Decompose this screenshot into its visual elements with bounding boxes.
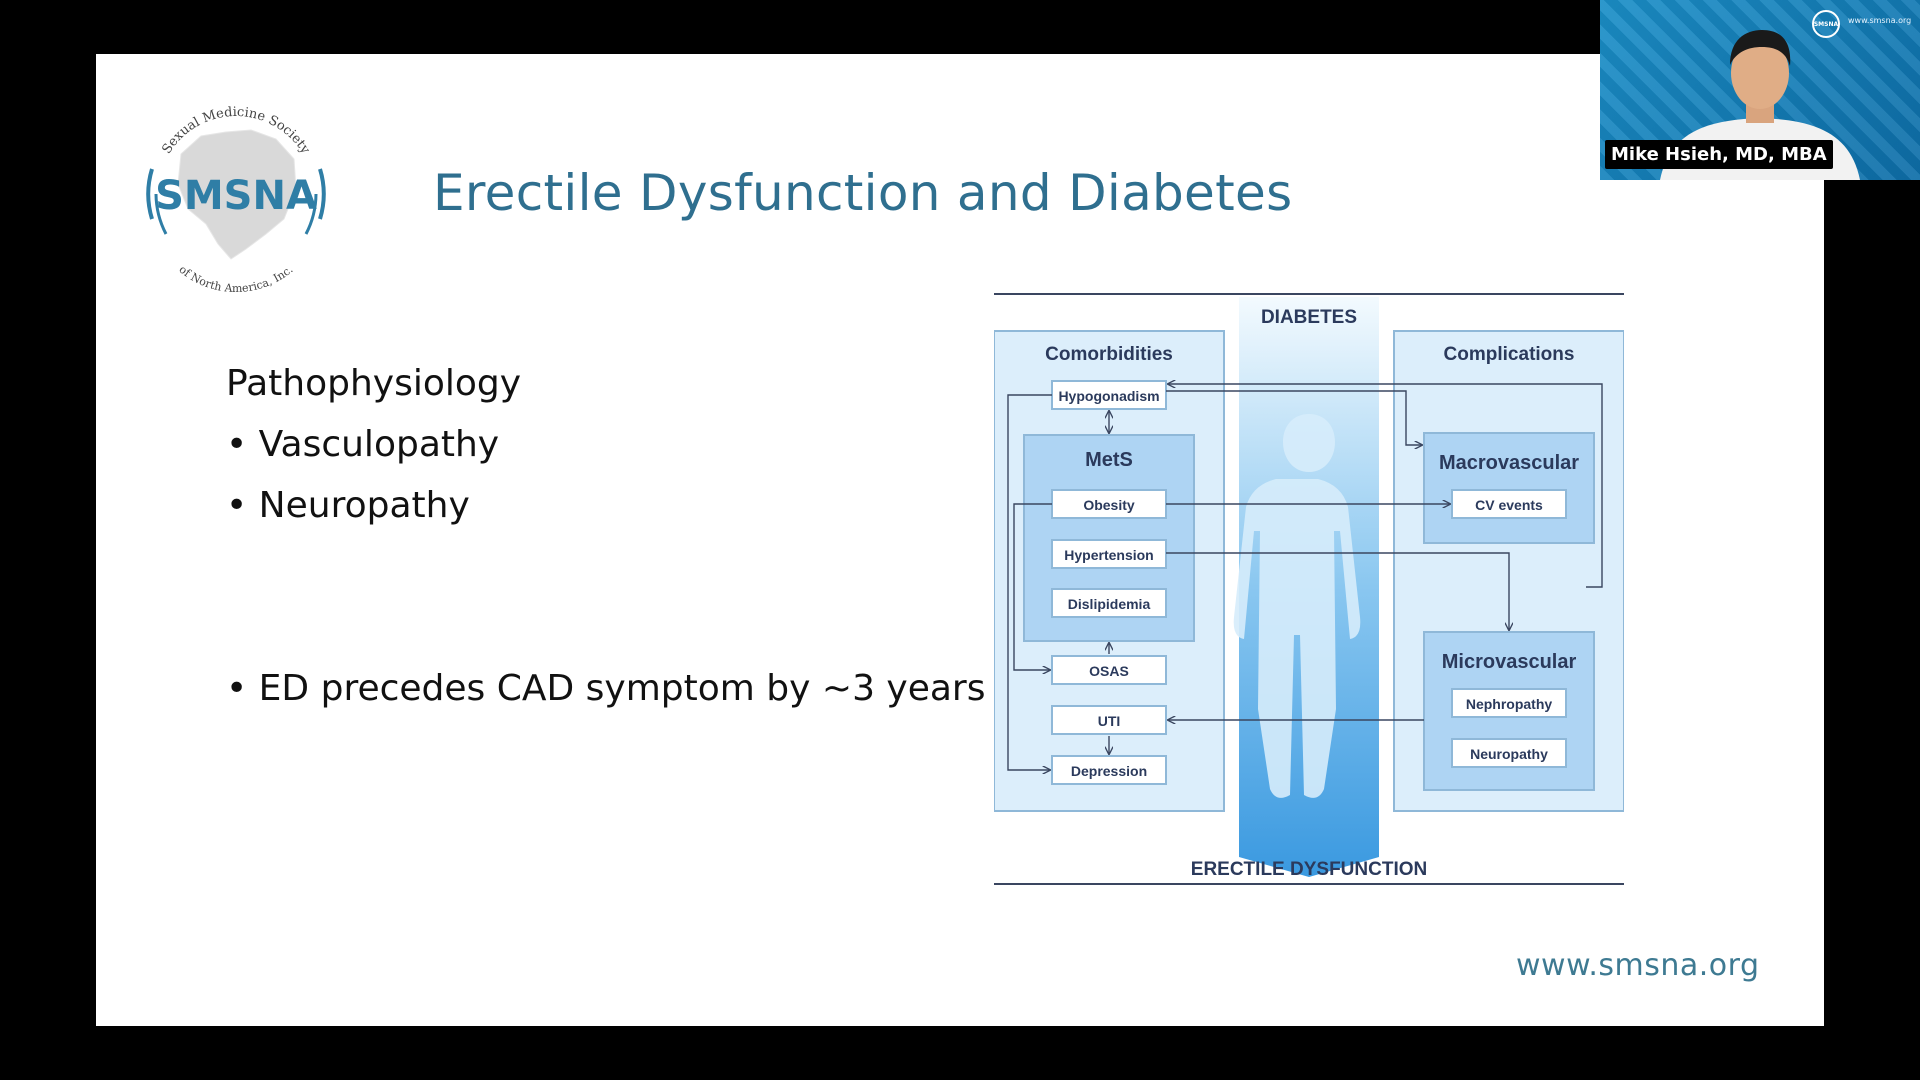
map-silhouette-icon (177, 129, 297, 260)
ed-diabetes-diagram: DIABETES ERECTILE DYSFUNCTION Comorbidit… (994, 293, 1624, 885)
slide-title: Erectile Dysfunction and Diabetes (433, 164, 1293, 222)
svg-text:of North America, Inc.: of North America, Inc. (177, 263, 296, 295)
bullet-item: • ED precedes CAD symptom by ~3 years (226, 668, 986, 709)
bullet-item: • Neuropathy (226, 485, 470, 526)
mets-title: MetS (1085, 449, 1133, 471)
diagram-connectors (1007, 384, 1603, 770)
bullet-heading: Pathophysiology (226, 363, 522, 404)
logo-bottom-arc-text: of North America, Inc. (177, 263, 296, 295)
presenter-video-tile[interactable]: SMSNA www.smsna.org Mike Hsieh, MD, MBA (1600, 0, 1920, 180)
nephropathy-box (1451, 688, 1567, 718)
video-url-text: www.smsna.org (1848, 16, 1912, 25)
osas-label: OSAS (1089, 663, 1129, 679)
erectile-dysfunction-label: ERECTILE DYSFUNCTION (1191, 859, 1427, 880)
hypogonadism-box (1051, 380, 1167, 410)
logo-wordmark: SMSNA (155, 173, 317, 219)
microvascular-title: Microvascular (1442, 651, 1577, 673)
body-silhouette-icon (1233, 414, 1361, 798)
uti-label: UTI (1098, 713, 1121, 729)
diabetes-label: DIABETES (1261, 307, 1357, 328)
neuropathy-label: Neuropathy (1470, 746, 1548, 762)
dislipidemia-box (1051, 588, 1167, 618)
website-url: www.smsna.org (1516, 948, 1760, 983)
comorbidities-title: Comorbidities (1045, 344, 1173, 365)
bullet-item: • Vasculopathy (226, 424, 500, 465)
hypertension-box (1051, 539, 1167, 569)
presenter-name-tag: Mike Hsieh, MD, MBA (1605, 140, 1833, 169)
neuropathy-box (1451, 738, 1567, 768)
cv-events-box (1451, 489, 1567, 519)
smsna-logo: Sexual Medicine Society SMSNA of North A… (146, 105, 326, 295)
bullet-list: Pathophysiology • Vasculopathy • Neuropa… (226, 354, 986, 719)
complications-title: Complications (1444, 344, 1575, 365)
osas-box (1051, 655, 1167, 685)
vid-logo-icon: SMSNA (1812, 10, 1840, 38)
nephropathy-label: Nephropathy (1466, 696, 1553, 712)
cv-events-label: CV events (1475, 497, 1543, 513)
dislipidemia-label: Dislipidemia (1068, 596, 1151, 612)
depression-label: Depression (1071, 763, 1147, 779)
hypertension-label: Hypertension (1064, 547, 1153, 563)
depression-box (1051, 755, 1167, 785)
macrovascular-box (1423, 432, 1595, 544)
uti-box (1051, 705, 1167, 735)
hypogonadism-label: Hypogonadism (1058, 388, 1159, 404)
obesity-label: Obesity (1083, 497, 1135, 513)
presentation-slide: Sexual Medicine Society SMSNA of North A… (96, 54, 1824, 1026)
macrovascular-title: Macrovascular (1439, 452, 1579, 474)
